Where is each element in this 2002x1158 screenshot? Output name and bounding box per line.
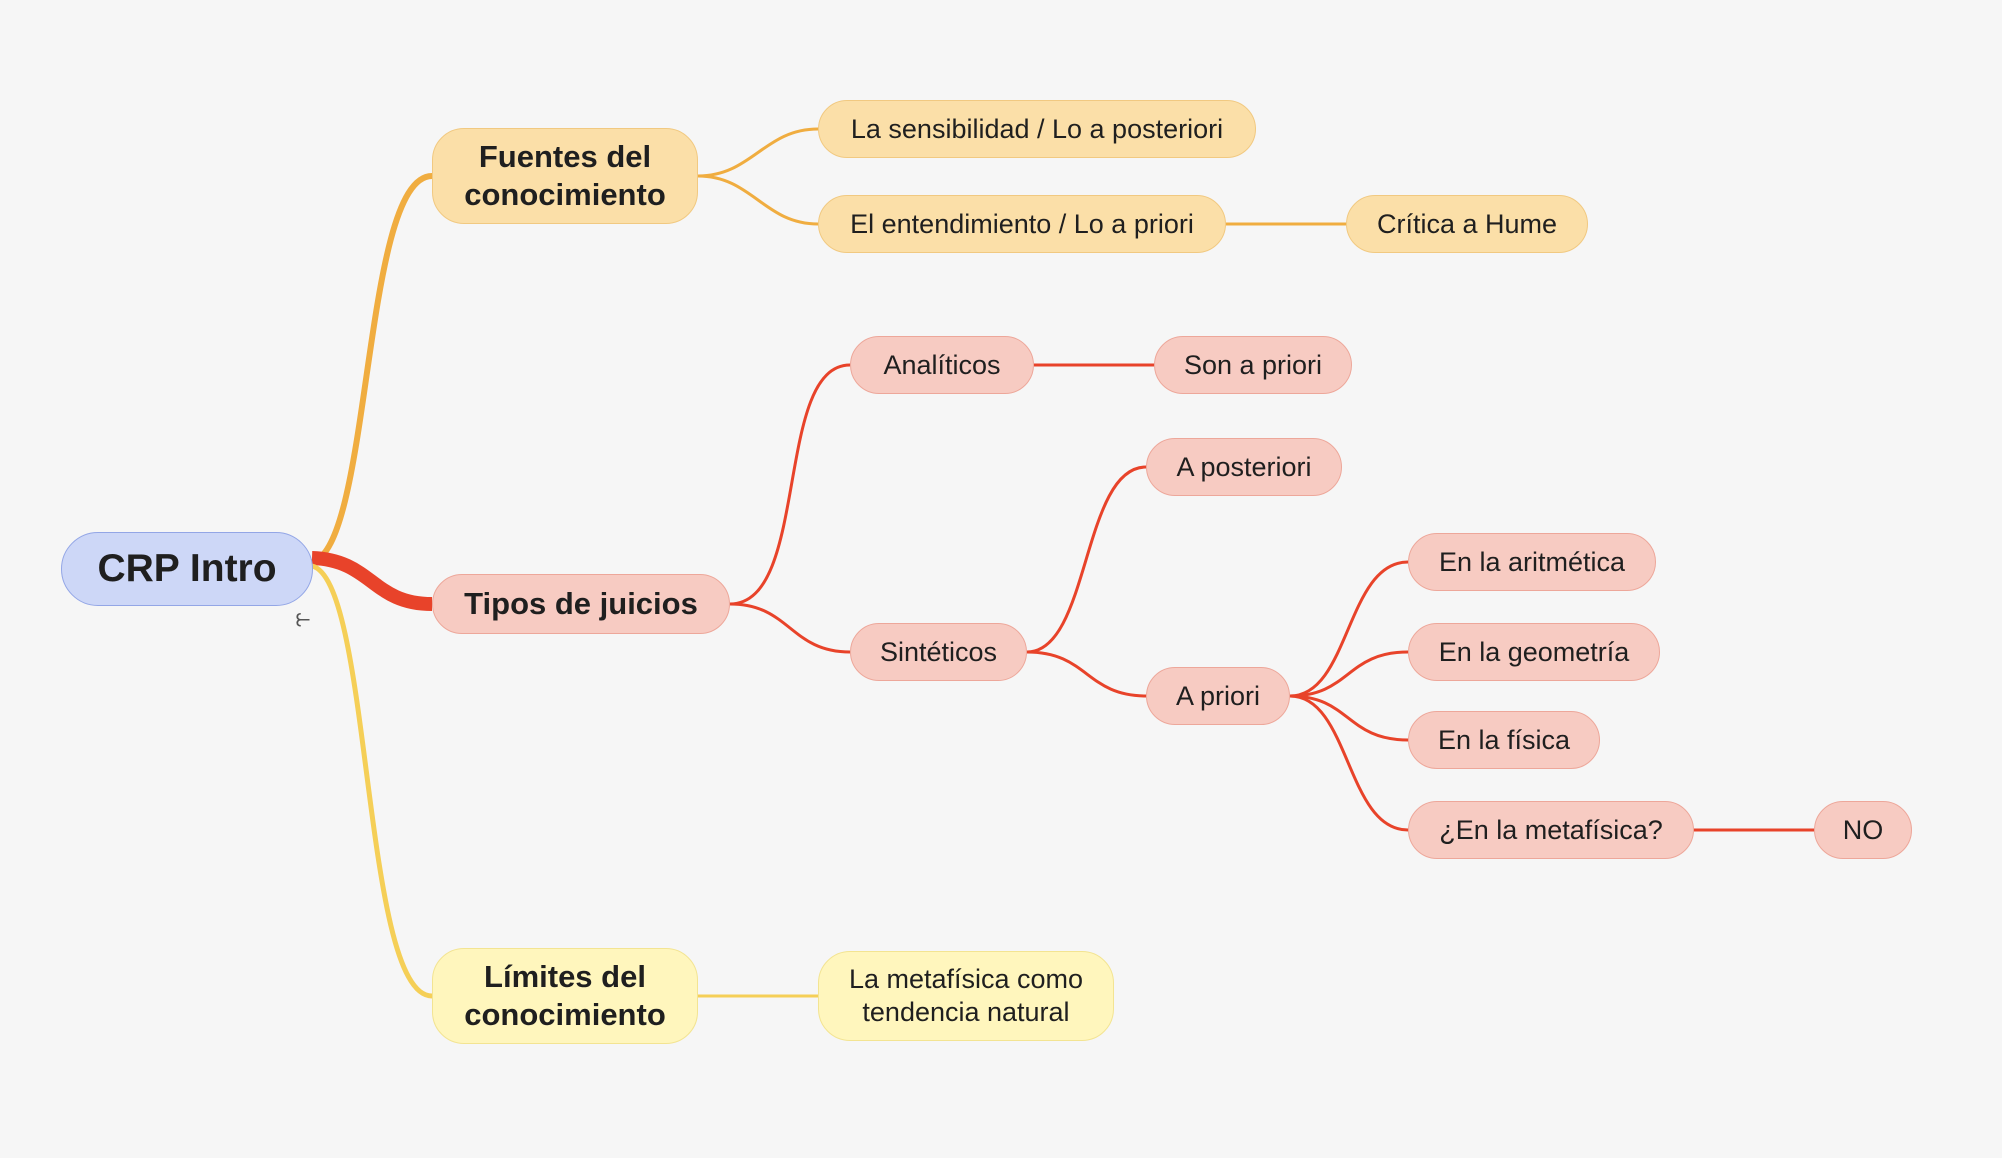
fisica-label: En la física [1437,724,1571,755]
node-a-posteriori[interactable]: A posteriori [1146,438,1342,496]
node-el-entendimiento[interactable]: El entendimiento / Lo a priori [818,195,1226,253]
link-tipos-sinteticos [729,602,851,654]
root-node-crp-intro[interactable]: CRP Intro [61,532,313,606]
node-sinteticos[interactable]: Sintéticos [850,623,1027,681]
link-sinteticos-apriori [1026,650,1147,698]
a-priori-label: A priori [1175,680,1261,711]
a-posteriori-label: A posteriori [1176,451,1312,482]
node-en-la-metafisica[interactable]: ¿En la metafísica? [1408,801,1694,859]
analiticos-label: Analíticos [883,349,1001,380]
fuentes-label: Fuentes del conocimiento [464,139,666,212]
root-label: CRP Intro [97,547,277,591]
node-en-la-geometria[interactable]: En la geometría [1408,623,1660,681]
son-a-priori-label: Son a priori [1183,349,1323,380]
link-tipos-analiticos [729,363,851,606]
tendencia-label: La metafísica como tendencia natural [848,964,1084,1027]
collapse-icon[interactable]: ⥼ [295,603,311,633]
link-root-tipos [311,551,433,611]
sensibilidad-label: La sensibilidad / Lo a posteriori [850,113,1224,144]
hume-label: Crítica a Hume [1376,208,1558,239]
node-fuentes-del-conocimiento[interactable]: Fuentes del conocimiento [432,128,698,224]
geometria-label: En la geometría [1438,636,1630,667]
node-la-sensibilidad[interactable]: La sensibilidad / Lo a posteriori [818,100,1256,158]
node-en-la-fisica[interactable]: En la física [1408,711,1600,769]
link-apriori-fisica [1289,694,1409,742]
limites-label: Límites del conocimiento [464,959,666,1032]
link-root-fuentes [310,173,433,565]
link-root-limites [310,563,433,999]
entendimiento-label: El entendimiento / Lo a priori [850,208,1194,239]
node-no[interactable]: NO [1814,801,1912,859]
link-fuentes-sensibilidad [697,127,819,178]
node-tipos-de-juicios[interactable]: Tipos de juicios [432,574,730,634]
link-sinteticos-aposteriori [1026,465,1147,654]
link-apriori-aritmetica [1289,560,1409,698]
node-en-la-aritmetica[interactable]: En la aritmética [1408,533,1656,591]
link-apriori-metafisica [1289,694,1409,832]
node-analiticos[interactable]: Analíticos [850,336,1034,394]
no-label: NO [1842,814,1884,845]
metafisica-label: ¿En la metafísica? [1439,814,1663,845]
link-apriori-geometria [1289,650,1409,698]
node-critica-a-hume[interactable]: Crítica a Hume [1346,195,1588,253]
node-son-a-priori[interactable]: Son a priori [1154,336,1352,394]
link-fuentes-entendimiento [697,174,819,226]
node-metafisica-tendencia-natural[interactable]: La metafísica como tendencia natural [818,951,1114,1041]
sinteticos-label: Sintéticos [879,636,998,667]
tipos-label: Tipos de juicios [464,586,698,622]
aritmetica-label: En la aritmética [1438,546,1626,577]
node-limites-del-conocimiento[interactable]: Límites del conocimiento [432,948,698,1044]
node-a-priori[interactable]: A priori [1146,667,1290,725]
